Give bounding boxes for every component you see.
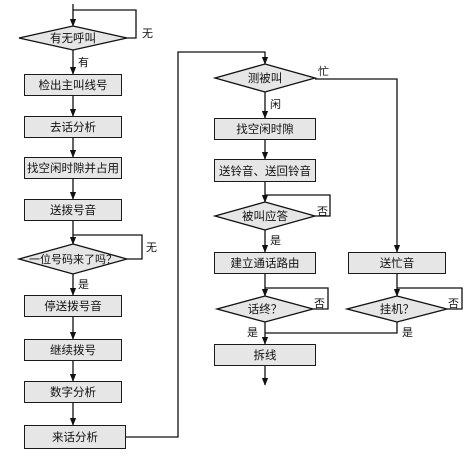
- label-yes-digit: 是: [78, 278, 89, 291]
- box-find-free-slot-occupy: 找空闲时隙并占用: [24, 157, 122, 179]
- loop-no-answer: [265, 194, 331, 217]
- box-digit-analysis: 数字分析: [24, 381, 122, 403]
- decision-test-called-shape: [212, 63, 318, 93]
- box-check-main-number: 检出主叫线号: [24, 74, 122, 96]
- hangup-to-teardown: [265, 322, 398, 334]
- box-incoming-analysis: 来话分析: [24, 425, 126, 449]
- box-send-ring-tones: 送铃音、送回铃音: [214, 159, 316, 182]
- connector-to-right: [126, 51, 269, 438]
- label-yes-answer: 是: [270, 234, 281, 247]
- label-none: 无: [142, 27, 153, 40]
- decision-first-digit: 一位号码来了吗？: [29, 253, 117, 266]
- loop-no-hangup: [397, 287, 463, 310]
- decision-any-call: 有无呼叫: [50, 31, 96, 45]
- decision-call-end: 话终？: [247, 302, 283, 316]
- decision-hang-up: 挂机？: [379, 302, 415, 316]
- label-no-hangup: 否: [448, 297, 459, 310]
- label-none-digit: 无: [146, 241, 157, 254]
- loop-no-end: [265, 287, 329, 310]
- label-no-end: 否: [314, 297, 325, 310]
- label-busy: 忙: [318, 65, 329, 78]
- decision-first-digit-shape: [16, 243, 130, 275]
- loop-no-digit: [73, 234, 143, 260]
- box-send-busy-tone: 送忙音: [348, 252, 446, 274]
- box-find-free-slot: 找空闲时隙: [214, 118, 316, 140]
- box-build-call-path: 建立通话路由: [214, 252, 316, 274]
- label-yes-hangup: 是: [402, 326, 413, 339]
- busy-branch: [315, 78, 401, 253]
- decision-any-call-shape: [18, 25, 128, 51]
- box-continue-dialing: 继续拨号: [24, 339, 122, 361]
- decision-called-answer: 被叫应答: [242, 209, 288, 223]
- label-have: 有: [78, 56, 89, 69]
- loop-no-call: [73, 9, 137, 39]
- decision-hang-up-shape: [344, 295, 450, 323]
- box-teardown: 拆线: [214, 344, 316, 366]
- decision-test-called: 测被叫: [247, 71, 283, 85]
- box-stop-dial-tone: 停送拨号音: [24, 295, 122, 317]
- label-yes-end: 是: [247, 326, 258, 339]
- decision-call-end-shape: [214, 295, 316, 323]
- box-send-dial-tone: 送拨号音: [24, 199, 122, 221]
- decision-called-answer-shape: [212, 201, 318, 231]
- box-outgoing-analysis: 去话分析: [24, 116, 122, 138]
- label-idle: 闲: [270, 98, 281, 111]
- label-no-answer: 否: [317, 205, 328, 218]
